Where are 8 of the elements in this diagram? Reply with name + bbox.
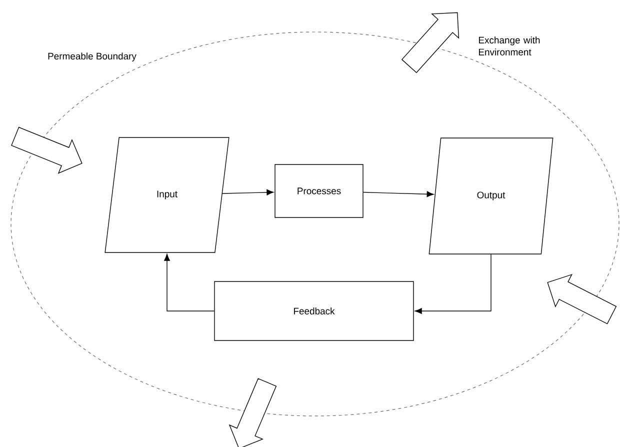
process-box: Processes bbox=[274, 164, 364, 218]
arrow bbox=[363, 191, 434, 198]
boundary-label: Permeable Boundary bbox=[48, 52, 136, 62]
exchange-label: Exchange with Environment bbox=[478, 36, 540, 56]
arrow bbox=[222, 189, 274, 196]
arrow bbox=[414, 254, 492, 314]
arrow bbox=[164, 254, 214, 312]
process-box: Feedback bbox=[214, 281, 414, 341]
